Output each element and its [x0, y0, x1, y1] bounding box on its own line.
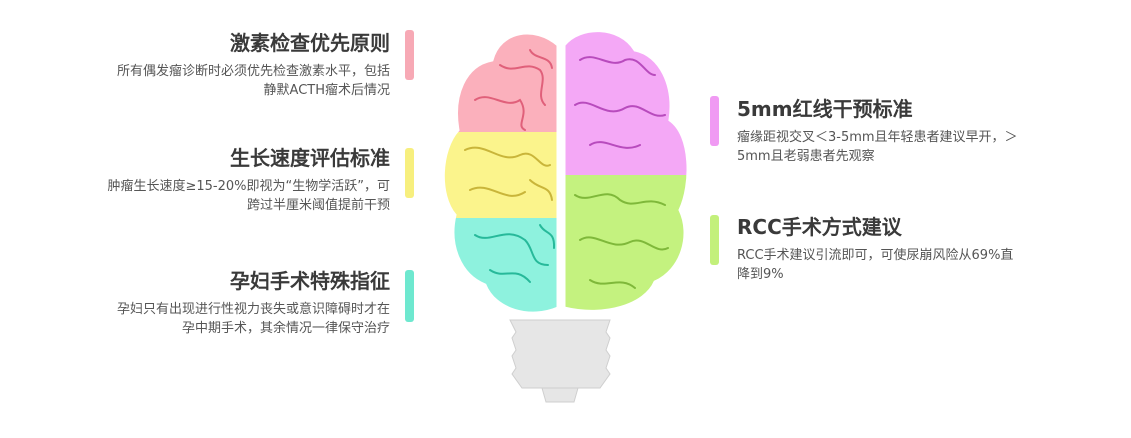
- point-title: 孕妇手术特殊指征: [230, 269, 390, 293]
- bulb-base: [509, 319, 611, 403]
- point-pregnancy: 孕妇手术特殊指征 孕妇只有出现进行性视力丧失或意识障碍时才在 孕中期手术，其余情…: [20, 268, 390, 338]
- point-title: 5mm红线干预标准: [737, 97, 913, 121]
- point-rcc-surgery: RCC手术方式建议 RCC手术建议引流即可，可使尿崩风险从69%直 降到9%: [737, 214, 1107, 284]
- color-bar-green: [710, 215, 719, 265]
- color-bar-magenta: [710, 96, 719, 146]
- point-desc: 肿瘤生长速度≥15-20%即视为“生物学活跃”，可 跨过半厘米阈值提前干预: [107, 179, 391, 213]
- color-bar-teal: [405, 270, 414, 322]
- point-growth-rate: 生长速度评估标准 肿瘤生长速度≥15-20%即视为“生物学活跃”，可 跨过半厘米…: [20, 145, 391, 215]
- color-bar-pink: [405, 30, 414, 80]
- color-bar-yellow: [405, 148, 414, 198]
- point-title: 激素检查优先原则: [230, 31, 390, 55]
- point-hormone-check: 激素检查优先原则 所有偶发瘤诊断时必须优先检查激素水平，包括 静默ACTH瘤术后…: [20, 30, 390, 100]
- point-desc: 孕妇只有出现进行性视力丧失或意识障碍时才在 孕中期手术，其余情况一律保守治疗: [116, 302, 390, 336]
- brain-bulb-illustration: [441, 29, 690, 403]
- point-desc: 瘤缘距视交叉＜3-5mm且年轻患者建议早开，＞ 5mm且老弱患者先观察: [737, 130, 1018, 164]
- point-desc: RCC手术建议引流即可，可使尿崩风险从69%直 降到9%: [737, 248, 1014, 282]
- brain-yellow-band: [443, 132, 558, 218]
- point-desc: 所有偶发瘤诊断时必须优先检查激素水平，包括 静默ACTH瘤术后情况: [116, 64, 390, 98]
- point-title: 生长速度评估标准: [230, 146, 390, 170]
- point-5mm-redline: 5mm红线干预标准 瘤缘距视交叉＜3-5mm且年轻患者建议早开，＞ 5mm且老弱…: [737, 96, 1107, 166]
- point-title: RCC手术方式建议: [737, 215, 902, 239]
